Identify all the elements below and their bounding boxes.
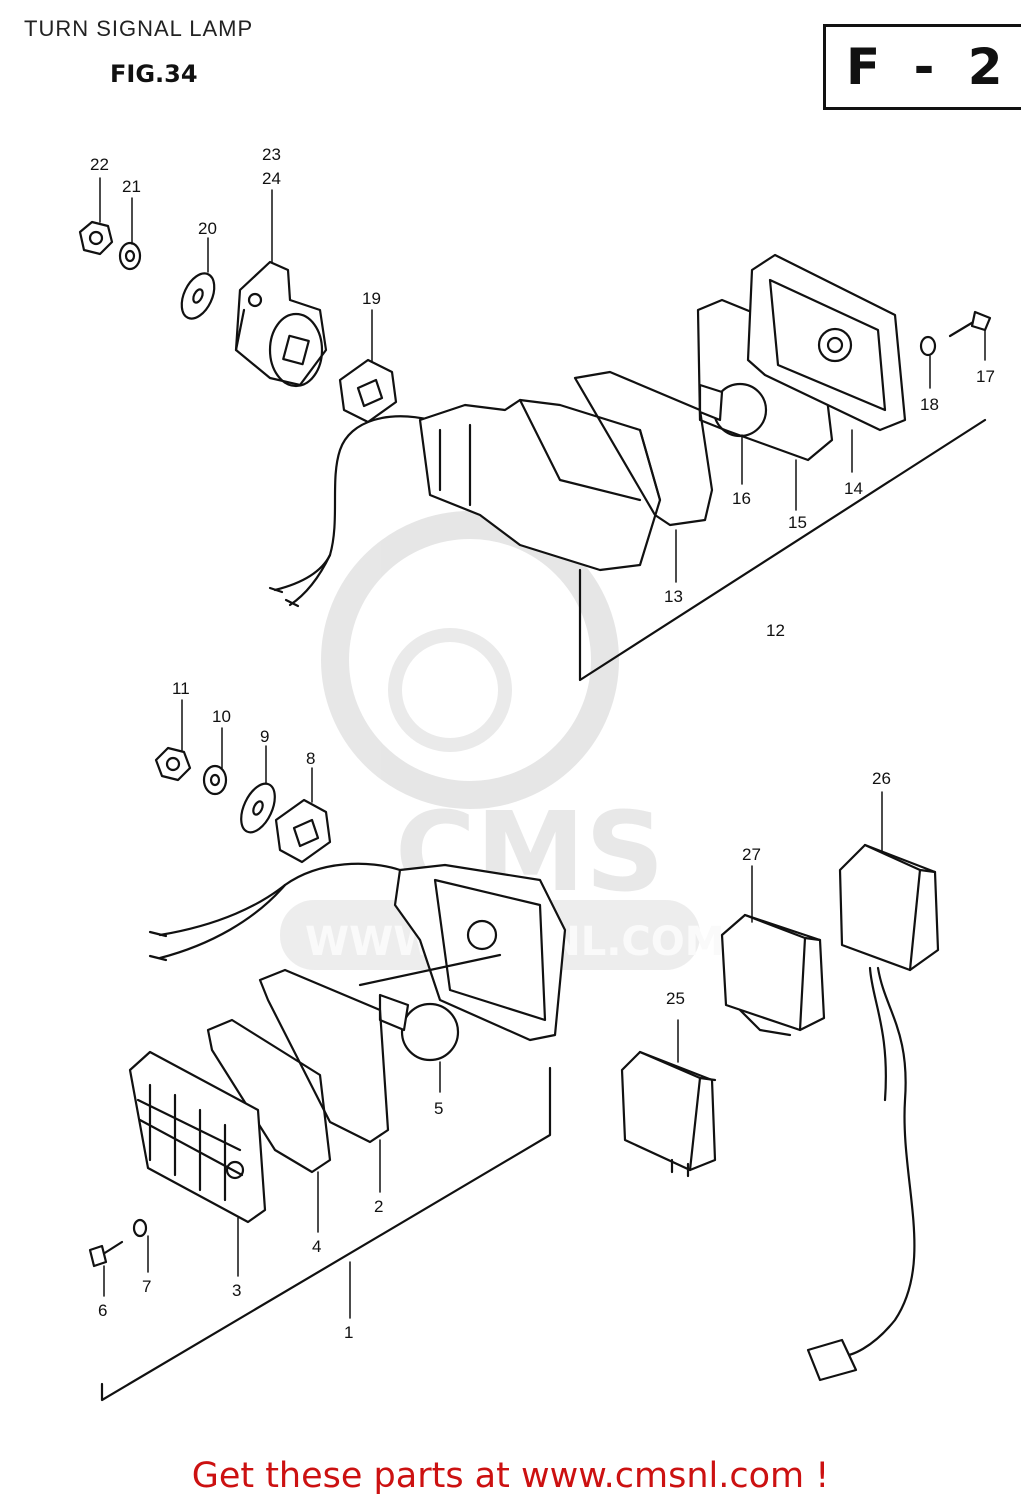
gasket-2 — [258, 968, 390, 1144]
callout-13: 13 — [664, 587, 683, 606]
bulb-5 — [378, 993, 460, 1062]
section-code-box: F - 2 — [823, 24, 1021, 110]
callout-9: 9 — [260, 727, 269, 746]
callout-5: 5 — [434, 1099, 443, 1118]
callout-19: 19 — [362, 289, 381, 308]
callout-14: 14 — [844, 479, 863, 498]
bracket-23-24 — [234, 260, 328, 388]
callout-24: 24 — [262, 169, 281, 188]
callout-27: 27 — [742, 845, 761, 864]
callout-12: 12 — [766, 621, 785, 640]
callout-1: 1 — [344, 1323, 353, 1342]
wire-harness-26 — [833, 966, 916, 1358]
callout-7: 7 — [142, 1277, 151, 1296]
flasher-26 — [838, 843, 940, 972]
gasket-13 — [573, 370, 714, 527]
callout-16: 16 — [732, 489, 751, 508]
footer-link[interactable]: Get these parts at www.cmsnl.com ! — [191, 1456, 830, 1496]
watermark-mascot — [321, 511, 619, 809]
flat-washer-20 — [180, 272, 216, 320]
lens-3 — [128, 1050, 267, 1224]
flat-washer-9 — [240, 782, 276, 834]
section-code: F - 2 — [846, 38, 1011, 96]
grommet-8 — [274, 798, 332, 864]
nut-11 — [154, 746, 192, 782]
callout-17: 17 — [976, 367, 995, 386]
callout-20: 20 — [198, 219, 217, 238]
page-title: TURN SIGNAL LAMP — [24, 16, 254, 41]
lamp-body-lower — [358, 863, 567, 1042]
turn-signal-housing-13 — [418, 398, 662, 572]
screw-17 — [948, 310, 992, 338]
callout-10: 10 — [212, 707, 231, 726]
screw-6 — [88, 1240, 124, 1268]
lock-washer-10 — [202, 764, 228, 796]
callout-18: 18 — [920, 395, 939, 414]
assembly-bracket-1 — [100, 1066, 552, 1402]
callout-22: 22 — [90, 155, 109, 174]
gasket-4 — [206, 1018, 332, 1174]
assembly-bracket-12 — [578, 418, 987, 682]
callout-2: 2 — [374, 1197, 383, 1216]
callout-15: 15 — [788, 513, 807, 532]
callout-3: 3 — [232, 1281, 241, 1300]
callout-23: 23 — [262, 145, 281, 164]
callouts: 1 2 3 4 5 6 7 8 9 10 11 12 13 14 15 16 1… — [90, 145, 995, 1342]
gasket-15 — [696, 298, 834, 462]
callout-11: 11 — [172, 679, 190, 698]
callout-21: 21 — [122, 177, 141, 196]
connector-26 — [806, 1338, 858, 1382]
figure-label: FIG.34 — [110, 60, 198, 88]
washer-18 — [919, 335, 937, 357]
bulb-16 — [698, 382, 768, 438]
washer-7 — [132, 1218, 148, 1238]
callout-4: 4 — [312, 1237, 321, 1256]
relay-27 — [720, 913, 826, 1037]
callout-26: 26 — [872, 769, 891, 788]
grommet-19 — [338, 358, 398, 424]
wire-upper — [273, 415, 432, 592]
relay-25 — [620, 1050, 717, 1178]
nut-22 — [78, 220, 114, 256]
callout-8: 8 — [306, 749, 315, 768]
lens-14 — [746, 253, 907, 432]
callout-6: 6 — [98, 1301, 107, 1320]
lock-washer-21 — [118, 241, 142, 271]
callout-25: 25 — [666, 989, 685, 1008]
